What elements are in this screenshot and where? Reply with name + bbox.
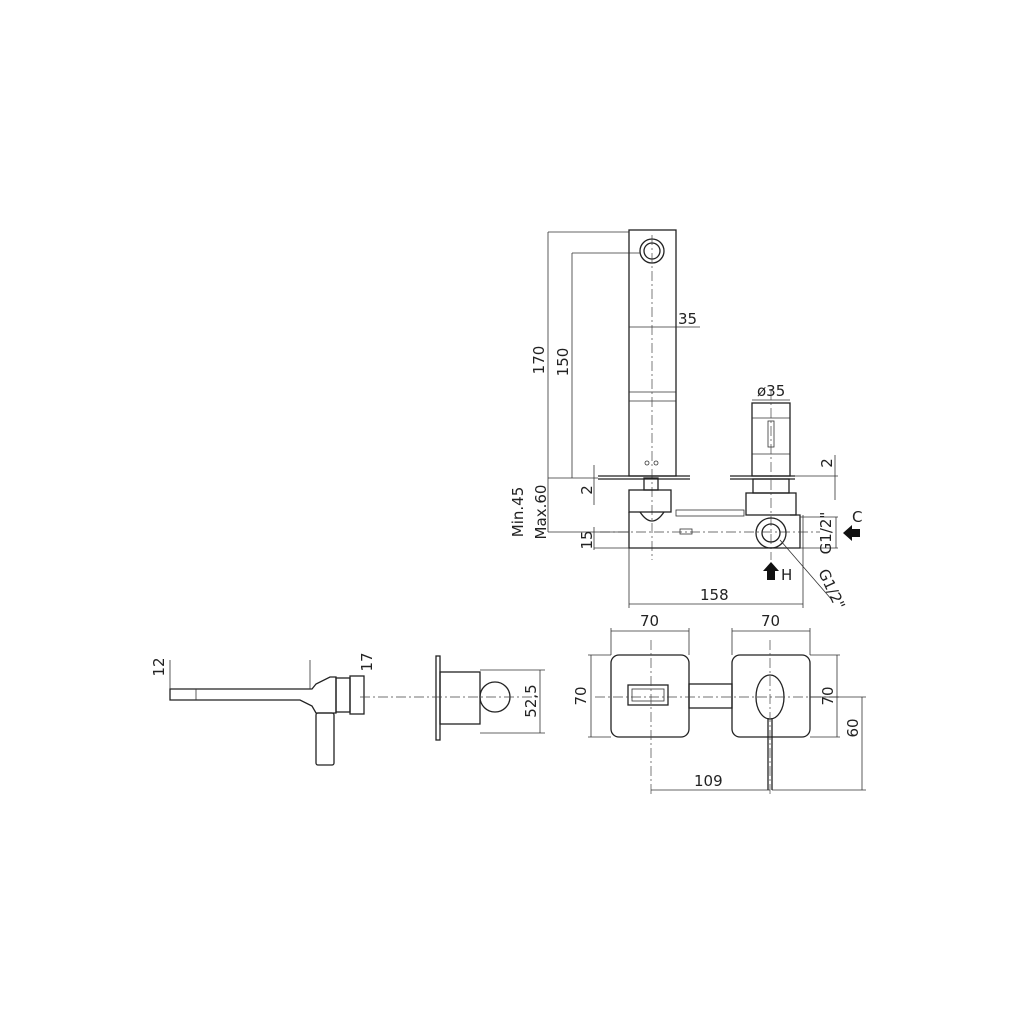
dim-70-right-height: 70 xyxy=(819,686,837,705)
dim-170: 170 xyxy=(530,346,548,375)
valve-body xyxy=(628,512,801,549)
dim-12: 12 xyxy=(150,657,168,676)
mixer-plate xyxy=(731,654,811,738)
cold-label: C xyxy=(852,508,862,526)
dim-min-45: Min.45 xyxy=(509,487,527,537)
dim-109: 109 xyxy=(694,772,723,790)
cold-inlet-arrow-icon xyxy=(843,525,860,541)
dim-70-left-width: 70 xyxy=(640,612,659,630)
dim-158: 158 xyxy=(700,586,729,604)
hot-inlet-arrow-icon xyxy=(763,562,779,580)
spout-side xyxy=(169,676,337,714)
spout-plate xyxy=(610,654,690,738)
spout-mount xyxy=(628,489,672,513)
inlet-fitting xyxy=(755,517,787,549)
hot-thread-label: G1/2" xyxy=(814,566,848,612)
spout-outlet-front xyxy=(627,684,669,706)
dim-35: 35 xyxy=(678,310,697,328)
dim-150: 150 xyxy=(554,348,572,377)
spout-outline xyxy=(628,229,677,477)
dim-52-5: 52,5 xyxy=(522,684,540,717)
dim-70-right-width: 70 xyxy=(761,612,780,630)
dim-17: 17 xyxy=(358,652,376,671)
front-view: 70 70 70 70 60 109 xyxy=(572,612,866,795)
dim-2-right: 2 xyxy=(818,458,836,468)
dim-2-left: 2 xyxy=(578,485,596,495)
dim-15: 15 xyxy=(578,530,596,549)
lever-side xyxy=(315,712,335,766)
dim-diameter-35: ø35 xyxy=(757,382,785,400)
top-view: 170 150 35 ø35 2 2 Min.45 Max.60 15 158 … xyxy=(509,229,862,612)
hot-label: H xyxy=(781,566,792,584)
dim-60: 60 xyxy=(844,718,862,737)
cold-thread-label: G1/2" xyxy=(817,512,835,555)
side-view: 12 17 52,5 xyxy=(150,652,545,766)
dim-70-left-height: 70 xyxy=(572,686,590,705)
dim-max-60: Max.60 xyxy=(532,485,550,540)
